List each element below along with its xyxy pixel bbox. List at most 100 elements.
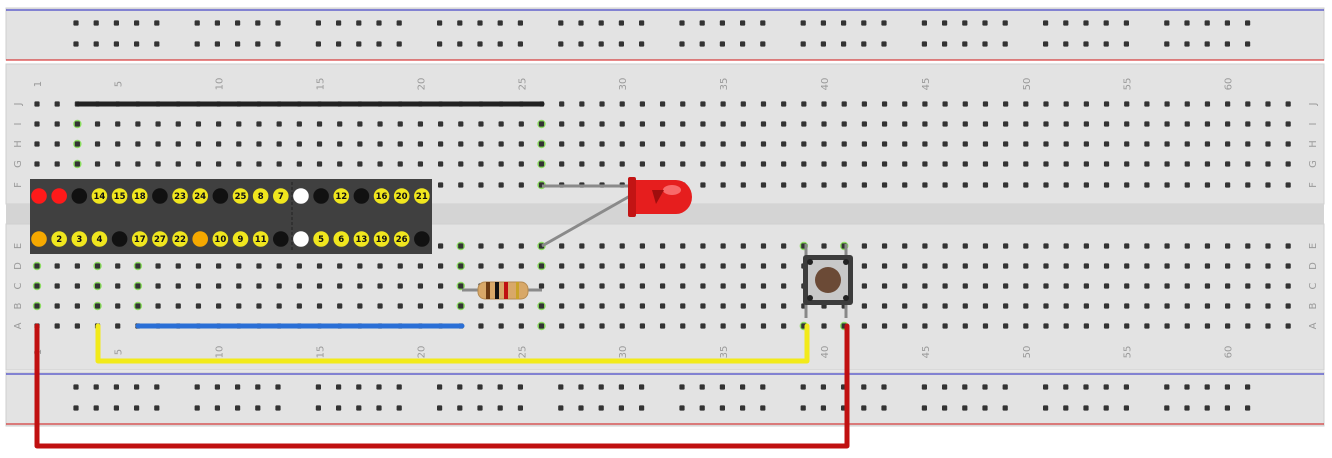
rail-hole[interactable] [477, 41, 483, 47]
breadboard-hole[interactable] [962, 243, 968, 249]
breadboard-hole[interactable] [579, 303, 585, 309]
breadboard-hole[interactable] [922, 263, 928, 269]
rail-hole[interactable] [719, 384, 725, 390]
rail-hole[interactable] [356, 405, 362, 411]
breadboard-hole[interactable] [821, 243, 827, 249]
breadboard-hole[interactable] [438, 263, 444, 269]
breadboard-hole[interactable] [498, 121, 504, 127]
breadboard-hole[interactable] [1083, 141, 1089, 147]
rail-hole[interactable] [1204, 20, 1210, 26]
rail-hole[interactable] [740, 384, 746, 390]
breadboard-hole[interactable] [94, 283, 101, 289]
breadboard-hole[interactable] [680, 161, 686, 167]
breadboard-hole[interactable] [1103, 263, 1110, 269]
breadboard-hole[interactable] [256, 141, 262, 147]
breadboard-hole[interactable] [861, 323, 867, 329]
breadboard-hole[interactable] [1043, 141, 1049, 147]
rail-hole[interactable] [437, 384, 443, 390]
rail-hole[interactable] [93, 384, 99, 390]
breadboard-hole[interactable] [982, 182, 989, 188]
breadboard-hole[interactable] [700, 243, 706, 249]
rail-hole[interactable] [214, 405, 220, 411]
rail-hole[interactable] [800, 41, 806, 47]
rail-hole[interactable] [820, 405, 826, 411]
breadboard-hole[interactable] [1245, 182, 1251, 188]
breadboard-hole[interactable] [538, 141, 545, 147]
breadboard-hole[interactable] [821, 101, 827, 107]
breadboard-hole[interactable] [135, 303, 141, 309]
breadboard-hole[interactable] [1083, 121, 1089, 127]
breadboard-hole[interactable] [1144, 182, 1150, 188]
breadboard-hole[interactable] [1003, 323, 1009, 329]
breadboard-hole[interactable] [1144, 323, 1150, 329]
breadboard-hole[interactable] [94, 263, 101, 269]
breadboard-hole[interactable] [195, 161, 202, 167]
breadboard-hole[interactable] [1265, 283, 1271, 289]
breadboard-hole[interactable] [619, 141, 625, 147]
rail-hole[interactable] [1224, 20, 1230, 26]
breadboard-hole[interactable] [276, 121, 282, 127]
rail-hole[interactable] [73, 20, 79, 26]
breadboard-hole[interactable] [1164, 263, 1170, 269]
breadboard-hole[interactable] [760, 323, 767, 329]
breadboard-hole[interactable] [639, 101, 645, 107]
breadboard-hole[interactable] [175, 263, 181, 269]
rail-hole[interactable] [255, 405, 261, 411]
breadboard-hole[interactable] [1184, 141, 1190, 147]
breadboard-hole[interactable] [478, 323, 484, 329]
breadboard-hole[interactable] [1265, 141, 1271, 147]
rail-hole[interactable] [639, 20, 645, 26]
breadboard-hole[interactable] [74, 283, 80, 289]
breadboard-hole[interactable] [1245, 161, 1251, 167]
breadboard-hole[interactable] [195, 283, 202, 289]
breadboard-hole[interactable] [619, 283, 625, 289]
rail-hole[interactable] [962, 405, 968, 411]
breadboard-hole[interactable] [821, 323, 827, 329]
breadboard-hole[interactable] [155, 121, 161, 127]
rail-hole[interactable] [558, 384, 564, 390]
breadboard-hole[interactable] [155, 303, 161, 309]
breadboard-hole[interactable] [1003, 263, 1009, 269]
rail-hole[interactable] [255, 41, 261, 47]
breadboard-hole[interactable] [1023, 263, 1029, 269]
breadboard-hole[interactable] [74, 303, 80, 309]
breadboard-hole[interactable] [34, 121, 40, 127]
rail-hole[interactable] [1063, 41, 1069, 47]
breadboard-hole[interactable] [74, 141, 80, 147]
breadboard-hole[interactable] [1003, 161, 1009, 167]
rail-hole[interactable] [861, 384, 867, 390]
breadboard-hole[interactable] [1265, 263, 1271, 269]
breadboard-hole[interactable] [1204, 323, 1211, 329]
breadboard-hole[interactable] [1124, 101, 1130, 107]
breadboard-hole[interactable] [680, 101, 686, 107]
breadboard-hole[interactable] [1003, 283, 1009, 289]
breadboard-hole[interactable] [902, 243, 908, 249]
rail-hole[interactable] [376, 41, 382, 47]
breadboard-hole[interactable] [781, 161, 787, 167]
breadboard-hole[interactable] [1144, 243, 1150, 249]
breadboard-hole[interactable] [1144, 283, 1150, 289]
breadboard-hole[interactable] [680, 323, 686, 329]
rail-hole[interactable] [740, 405, 746, 411]
rail-hole[interactable] [942, 20, 948, 26]
breadboard-hole[interactable] [962, 263, 968, 269]
breadboard-hole[interactable] [821, 161, 827, 167]
breadboard-hole[interactable] [962, 323, 968, 329]
breadboard-hole[interactable] [478, 263, 484, 269]
rail-hole[interactable] [962, 384, 968, 390]
breadboard-hole[interactable] [377, 141, 383, 147]
breadboard-hole[interactable] [1063, 121, 1069, 127]
breadboard-hole[interactable] [54, 101, 60, 107]
breadboard-hole[interactable] [296, 141, 302, 147]
breadboard-hole[interactable] [700, 303, 706, 309]
breadboard-hole[interactable] [256, 161, 262, 167]
breadboard-hole[interactable] [1103, 182, 1110, 188]
breadboard-hole[interactable] [559, 243, 565, 249]
rail-hole[interactable] [861, 20, 867, 26]
resistor[interactable] [462, 281, 542, 300]
breadboard-hole[interactable] [1003, 243, 1009, 249]
breadboard-hole[interactable] [740, 283, 746, 289]
breadboard-hole[interactable] [1083, 323, 1089, 329]
breadboard-hole[interactable] [296, 283, 302, 289]
breadboard-hole[interactable] [659, 161, 666, 167]
